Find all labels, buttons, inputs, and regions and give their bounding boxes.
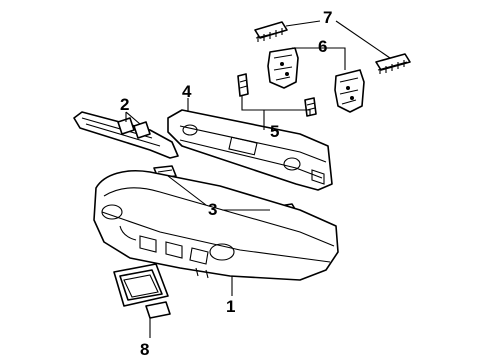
part-7-left-bracket — [254, 21, 288, 42]
leader-lines — [125, 20, 391, 338]
part-2-absorber-bar — [73, 111, 179, 159]
callout-2: 2 — [120, 95, 129, 114]
part-5-right-clip — [304, 97, 317, 117]
callout-5: 5 — [270, 122, 279, 141]
callout-8: 8 — [140, 340, 149, 359]
part-1-bumper-cover — [93, 170, 339, 281]
part-4-reinforcement-beam — [167, 109, 333, 191]
part-7-right-bracket — [375, 53, 411, 74]
callout-3: 3 — [208, 200, 217, 219]
callout-7: 7 — [323, 8, 332, 27]
callout-1: 1 — [226, 297, 235, 316]
callout-4: 4 — [182, 82, 192, 101]
part-6-left-plate — [267, 47, 299, 89]
callout-6: 6 — [318, 37, 327, 56]
part-5-left-clip — [237, 73, 249, 97]
part-8-lamp-insert — [113, 263, 171, 319]
part-6-right-plate — [334, 69, 365, 113]
